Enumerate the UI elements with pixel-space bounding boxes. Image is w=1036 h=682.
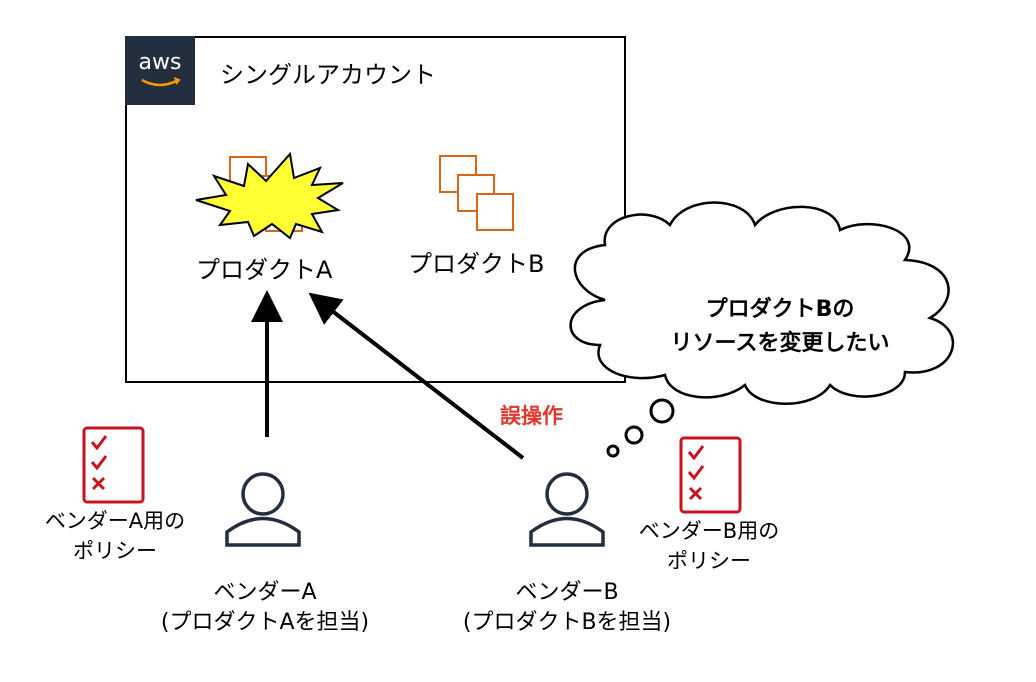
vendor-b-user-icon <box>529 472 605 547</box>
thought-bubble-large <box>649 398 675 424</box>
policy-b-line-1: ベンダーB用の <box>638 519 780 543</box>
vendor-b-misoperation-arrow <box>308 292 525 460</box>
thought-bubble-small <box>606 444 620 458</box>
aws-logo-text: aws <box>138 50 182 75</box>
vendor-a-role: (プロダクトAを担当) <box>160 610 370 635</box>
product-b-resource-icon <box>439 155 514 231</box>
misoperation-label: 誤操作 <box>500 404 563 428</box>
vendor-a-label: ベンダーA (プロダクトAを担当) <box>140 578 390 638</box>
policy-b-label: ベンダーB用の ポリシー <box>614 516 804 576</box>
aws-logo: aws <box>125 36 195 105</box>
account-title: シングルアカウント <box>220 61 436 89</box>
product-b-label: プロダクトB <box>408 250 545 278</box>
policy-a-label: ベンダーA用の ポリシー <box>20 506 210 566</box>
thought-line-2: リソースを変更したい <box>670 331 890 356</box>
thought-line-1: プロダクトBの <box>705 297 855 322</box>
single-account-boundary <box>125 36 626 383</box>
vendor-b-role: (プロダクトBを担当) <box>462 610 672 635</box>
explosion-icon <box>195 151 344 240</box>
product-a-label: プロダクトA <box>196 256 333 284</box>
vendor-a-user-icon <box>225 472 301 547</box>
aws-smile-icon <box>141 77 181 87</box>
policy-a-checklist-icon <box>82 426 145 504</box>
thought-cloud <box>569 201 955 405</box>
vendor-b-label: ベンダーB (プロダクトBを担当) <box>442 578 692 638</box>
vendor-a-name: ベンダーA <box>213 580 317 605</box>
policy-a-line-1: ベンダーA用の <box>44 509 186 533</box>
thought-text: プロダクトBの リソースを変更したい <box>630 293 930 361</box>
policy-b-line-2: ポリシー <box>667 549 751 573</box>
policy-a-line-2: ポリシー <box>73 539 157 563</box>
policy-b-checklist-icon <box>679 436 742 514</box>
vendor-b-name: ベンダーB <box>515 580 619 605</box>
thought-bubble-medium <box>624 425 644 445</box>
